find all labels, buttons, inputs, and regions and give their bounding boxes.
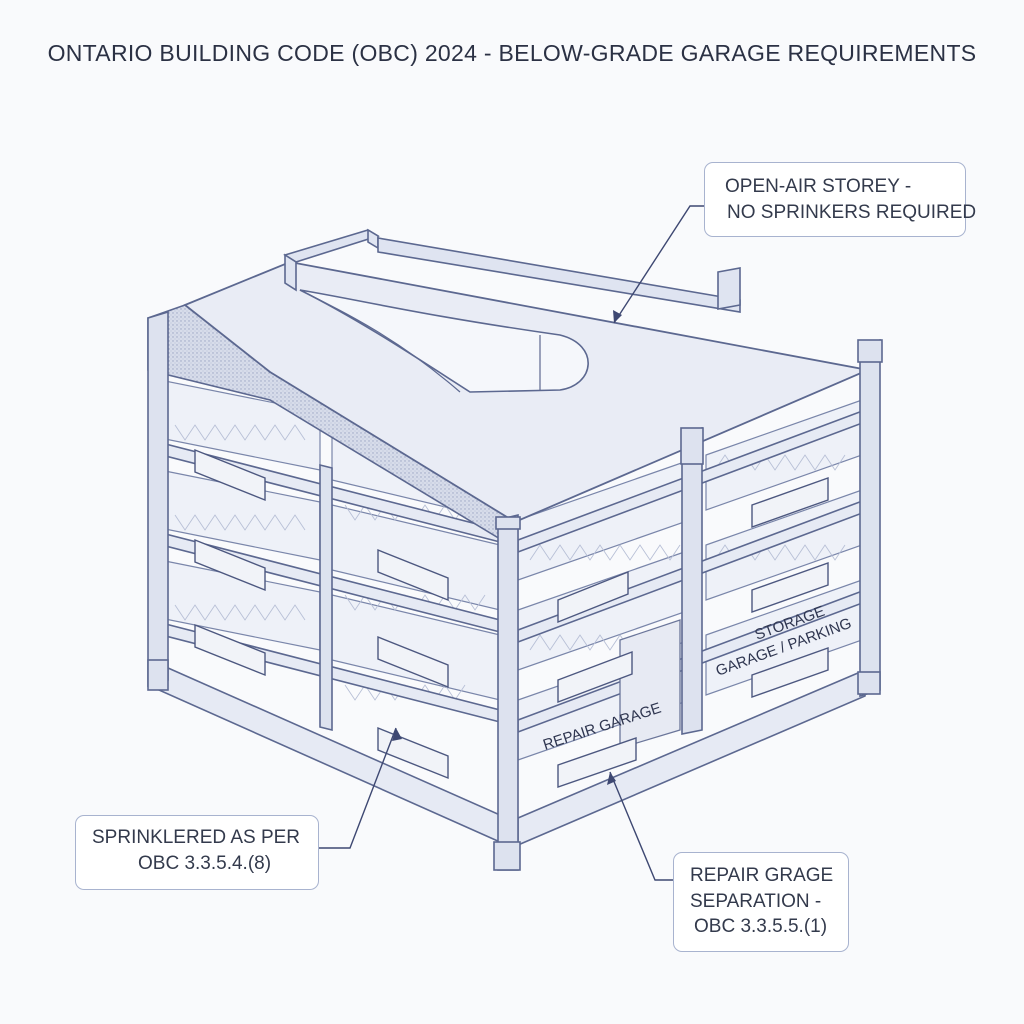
callout-open-air-storey: OPEN-AIR STOREY - NO SPRINKERS REQUIRED (704, 162, 977, 237)
callout-repair-separation: REPAIR GRAGE SEPARATION - OBC 3.3.5.5.(1… (673, 852, 849, 952)
column-foot-left (147, 659, 169, 691)
leader-repair (609, 771, 673, 881)
sign-plate (194, 623, 266, 677)
column-cap-mid-right (680, 427, 704, 465)
sign-plate (557, 570, 629, 624)
callout-sprinklered-line1: SPRINKLERED AS PER (92, 827, 301, 848)
column-cap-corner (495, 516, 521, 530)
sign-plate (557, 737, 637, 788)
callout-repair-line3: OBC 3.3.5.5.(1) (694, 916, 828, 938)
callout-open-air-line2: NO SPRINKERS REQUIRED (727, 201, 977, 223)
arrow-open-air (613, 310, 622, 323)
sign-plate (377, 726, 449, 780)
sign-plate (557, 650, 633, 704)
column-mid-left (319, 463, 333, 732)
division-walls (619, 619, 681, 749)
sign-plate (377, 548, 449, 602)
leader-open-air (613, 205, 704, 324)
ramp-opening (299, 289, 589, 393)
sign-plate (194, 538, 266, 592)
callout-sprinklered-line2: OBC 3.3.5.4.(8) (138, 852, 272, 874)
sign-plate (751, 647, 829, 698)
columns (147, 310, 883, 871)
sign-plate (751, 477, 829, 528)
sign-plate (194, 448, 266, 502)
arrow-repair (607, 772, 616, 785)
sign-plate (377, 635, 449, 689)
column-front-corner (497, 513, 519, 871)
sign-plate (751, 562, 829, 613)
callout-repair-line1: REPAIR GRAGE (690, 865, 834, 886)
roof-parapet (283, 228, 741, 313)
diagram-title: ONTARIO BUILDING CODE (OBC) 2024 - BELOW… (47, 40, 977, 66)
column-back-right (859, 338, 881, 698)
column-foot-corner (493, 841, 521, 871)
arrow-sprinklered (392, 728, 402, 741)
callout-repair-line2: SEPARATION - (690, 890, 822, 912)
column-mid-right (681, 427, 703, 735)
column-cap-back-right (857, 339, 883, 363)
column-front-left (147, 310, 169, 688)
leader-lines (319, 205, 704, 881)
column-foot-right (857, 671, 881, 695)
sign-plates (194, 448, 829, 788)
callout-open-air-line1: OPEN-AIR STOREY - (725, 176, 912, 197)
leader-arrowheads (392, 310, 622, 785)
leader-sprinklered (319, 727, 397, 849)
callout-sprinklered: SPRINKLERED AS PER OBC 3.3.5.4.(8) (75, 815, 319, 890)
